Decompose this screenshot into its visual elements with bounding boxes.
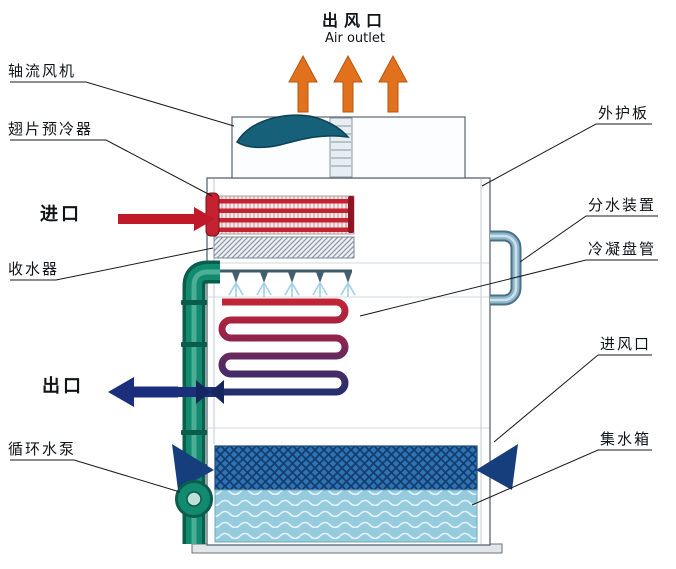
spray-distributor — [218, 269, 356, 297]
label-air-outlet-zh: 出风口 — [321, 11, 388, 30]
label-finned-precooler: 翅片预冷器 — [8, 120, 94, 138]
leader-lines — [10, 81, 658, 506]
inlet-arrow — [118, 207, 215, 231]
leader-finned-precooler — [10, 139, 213, 197]
label-water-distributor: 分水装置 — [588, 196, 657, 214]
label-outer-casing: 外护板 — [598, 104, 650, 122]
drift-eliminator-band — [213, 236, 355, 259]
fan-housing — [231, 114, 466, 179]
label-water-basin: 集水箱 — [600, 430, 652, 448]
leader-drift-eliminator — [10, 247, 214, 281]
leader-circulating-pump — [10, 459, 181, 493]
outlet-pipe — [108, 377, 224, 407]
air-outlet-arrows — [288, 54, 408, 113]
leader-water-distributor — [519, 215, 658, 263]
label-inlet: 进口 — [40, 204, 82, 225]
label-outlet: 出口 — [42, 376, 84, 397]
outlet-arrow — [108, 377, 178, 407]
label-circulating-pump: 循环水泵 — [8, 440, 77, 458]
distributor-riser-pipe — [490, 230, 522, 306]
label-axial-fan: 轴流风机 — [8, 62, 77, 80]
air-inlet-louver-band — [214, 445, 478, 491]
label-air-inlet: 进风口 — [600, 335, 652, 353]
air-inlet-arrows — [172, 444, 518, 490]
circulation-pipe — [181, 260, 220, 544]
basin-water — [214, 489, 478, 543]
finned-precooler-coil — [205, 192, 355, 237]
label-drift-eliminator: 收水器 — [8, 260, 60, 278]
leader-axial-fan — [10, 81, 235, 127]
condensing-coil-serpentine — [218, 298, 349, 396]
leader-outer-casing — [481, 123, 652, 187]
axial-fan-blade — [235, 114, 350, 149]
leader-air-inlet — [493, 354, 652, 443]
leader-condensing-coil — [359, 259, 658, 317]
leader-water-basin — [471, 449, 652, 506]
outlet-valve — [196, 380, 210, 404]
circulating-pump-body — [175, 480, 213, 518]
label-condensing-coil: 冷凝盘管 — [588, 240, 657, 258]
label-air-outlet-en: Air outlet — [325, 31, 385, 46]
